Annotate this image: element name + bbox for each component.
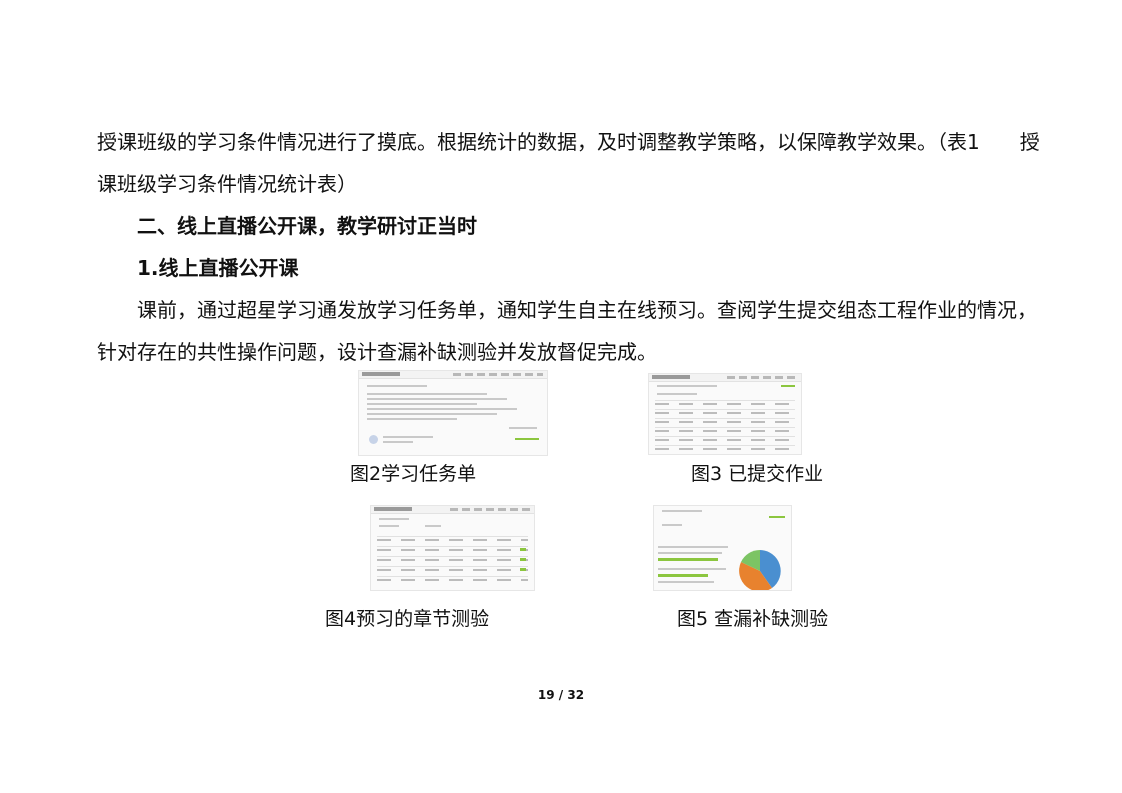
figure-2-screenshot: [358, 370, 548, 456]
pie-chart: [739, 550, 781, 590]
paragraph-line: 针对存在的共性操作问题，设计查漏补缺测验并发放督促完成。: [97, 340, 657, 364]
paragraph-line: 授课班级的学习条件情况进行了摸底。根据统计的数据，及时调整教学策略，以保障教学效…: [97, 130, 1040, 154]
paragraph-line: 课前，通过超星学习通发放学习任务单，通知学生自主在线预习。查阅学生提交组态工程作…: [137, 298, 1037, 322]
figure-2-caption: 图2学习任务单: [350, 463, 477, 485]
figure-5-caption: 图5 查漏补缺测验: [677, 608, 829, 630]
section-heading: 二、线上直播公开课，教学研讨正当时: [137, 214, 477, 238]
figure-4-caption: 图4预习的章节测验: [325, 608, 490, 630]
subsection-heading: 1.线上直播公开课: [137, 256, 299, 280]
figure-4-screenshot: [370, 505, 535, 591]
figure-3-screenshot: [648, 373, 802, 455]
figure-5-screenshot: [653, 505, 792, 591]
paragraph-line: 课班级学习条件情况统计表）: [97, 172, 357, 196]
page-number: 19 / 32: [537, 688, 585, 702]
figure-3-caption: 图3 已提交作业: [691, 463, 824, 485]
